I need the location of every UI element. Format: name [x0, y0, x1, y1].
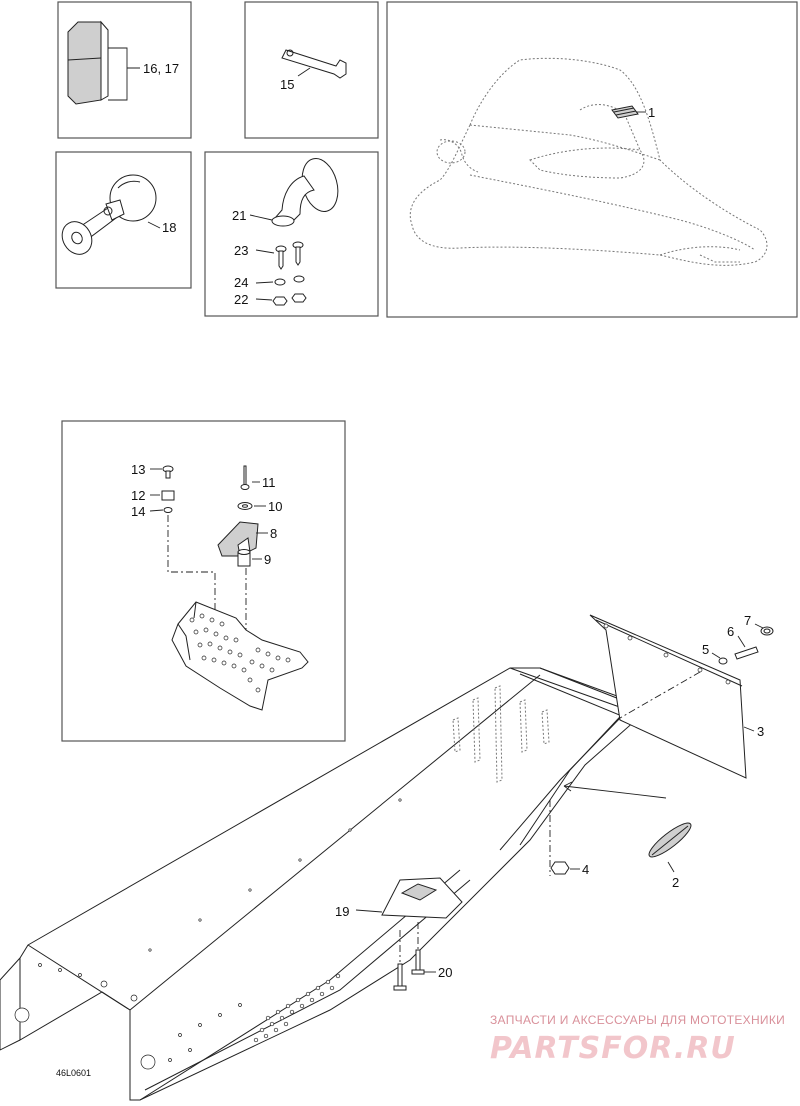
inset-hood-box: 1: [386, 1, 798, 318]
screws-20: [393, 922, 436, 991]
inset-bracket-box: 13 12 14 11 10 8 9: [61, 420, 346, 742]
snow-flap: [589, 614, 774, 779]
callout-12: 12: [131, 488, 145, 503]
callout-5: 5: [702, 642, 709, 657]
callout-23: 23: [234, 243, 248, 258]
callout-3: 3: [757, 724, 764, 739]
callout-14: 14: [131, 504, 145, 519]
callout-24: 24: [234, 275, 248, 290]
spanner-wrench-part: [281, 49, 347, 79]
callout-22: 22: [234, 292, 248, 307]
callout-1: 1: [648, 105, 655, 120]
tunnel-assembly: [0, 667, 637, 1101]
bracket-hardware: [161, 465, 259, 567]
callout-9: 9: [264, 552, 271, 567]
callout-2: 2: [672, 875, 679, 890]
watermark-logo: PARTSFOR.RU: [490, 1031, 736, 1066]
nut-part: [272, 293, 307, 306]
drawing-code: 46L0601: [56, 1068, 91, 1078]
callout-13: 13: [131, 462, 145, 477]
pad-19: [355, 877, 463, 919]
watermark: ЗАПЧАСТИ И АКСЕССУАРЫ ДЛЯ МОТОТЕХНИКИ PA…: [490, 1013, 785, 1066]
callout-15: 15: [280, 77, 294, 92]
callout-19: 19: [335, 904, 349, 919]
callout-21: 21: [232, 208, 246, 223]
callout-11: 11: [262, 475, 276, 490]
watermark-tagline: ЗАПЧАСТИ И АКСЕССУАРЫ ДЛЯ МОТОТЕХНИКИ: [490, 1013, 785, 1027]
reflector-oval: [563, 781, 692, 873]
callout-10: 10: [268, 499, 282, 514]
callout-20: 20: [438, 965, 452, 980]
decal-part: [611, 105, 639, 119]
perforated-bracket: [171, 601, 309, 711]
tunnel-slots: [452, 685, 550, 783]
inset-horn-box: 18: [55, 151, 192, 289]
reflector-part: [67, 20, 109, 105]
inset-reflector-box: 16, 17: [57, 1, 192, 139]
screw-part: [275, 241, 304, 270]
callout-18: 18: [162, 220, 176, 235]
nut-4: [549, 800, 580, 876]
mirror-part: [271, 158, 339, 227]
horn-part: [61, 174, 157, 255]
washer-part: [274, 275, 305, 286]
inset-mirror-box: 21 23 24 22: [204, 151, 379, 317]
inset-wrench-box: 15: [244, 1, 379, 139]
tunnel-perforation: [253, 973, 341, 1043]
callout-8: 8: [270, 526, 277, 541]
tunnel-body: [19, 667, 637, 1101]
callout-6: 6: [727, 624, 734, 639]
bracket-leaders: [149, 468, 268, 560]
callout-16-17: 16, 17: [143, 61, 179, 76]
callout-7: 7: [744, 613, 751, 628]
tunnel-holes: [14, 798, 402, 1070]
callout-4: 4: [582, 862, 589, 877]
